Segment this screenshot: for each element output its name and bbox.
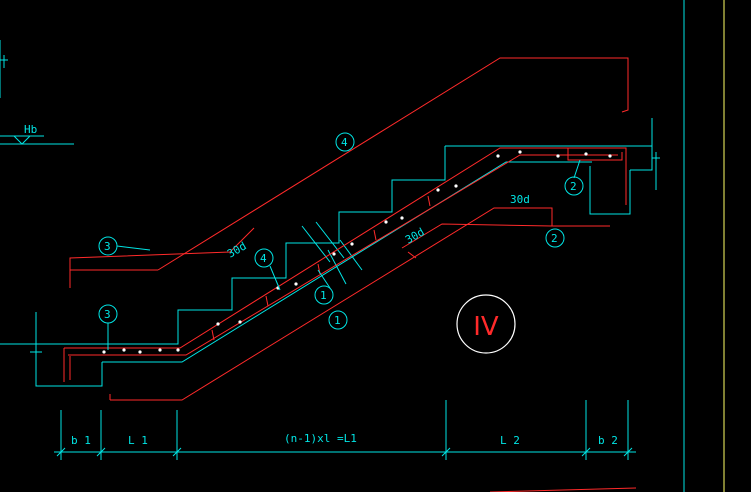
level-mark-label: Hb [24, 123, 37, 136]
dim-middle: (n-1)xl =L1 [284, 432, 357, 445]
dim-l1: L 1 [128, 434, 148, 447]
dimension-chain: b 1 L 1 (n-1)xl =L1 L 2 b 2 [54, 400, 636, 460]
bubble-label: 4 [260, 252, 267, 265]
bubble-label: 1 [320, 289, 327, 302]
bubble-callout-4-top: 4 [335, 132, 355, 152]
left-edge-fragments [0, 40, 8, 98]
bubble-callout-3-upper: 3 [98, 236, 151, 256]
bubble-label: 1 [334, 314, 341, 327]
bubble-label: 3 [104, 308, 111, 321]
level-mark: Hb [0, 123, 74, 145]
section-marker: IV [456, 294, 516, 354]
bubble-callout-1-lower: 1 [328, 310, 348, 330]
section-marker-label: IV [473, 312, 499, 342]
bubble-label: 2 [570, 180, 577, 193]
rebar-top-surface [64, 147, 627, 349]
bubble-label: 2 [551, 232, 558, 245]
rebar-bottom-surface [68, 154, 618, 356]
stair-rebar [63, 57, 629, 401]
rebar-4 [157, 57, 629, 271]
rebar-3-upper [69, 227, 255, 288]
bubble-callout-4-middle: 4 [254, 248, 281, 291]
dim-b2: b 2 [598, 434, 618, 447]
dim-b1: b 1 [71, 434, 91, 447]
dim-l2: L 2 [500, 434, 520, 447]
bottom-red-fragment [489, 487, 637, 492]
bubble-callout-1-middle: 1 [314, 269, 334, 305]
distribution-bar-dots [102, 150, 612, 354]
stair-concrete-outline [0, 118, 660, 387]
bubble-callout-2-lower: 2 [545, 228, 565, 248]
rebar-1 [110, 207, 610, 401]
bubble-label: 3 [104, 240, 111, 253]
lap-label-middle: 30d [403, 225, 427, 246]
bubble-callout-3-lower: 3 [98, 304, 118, 350]
rebar-2 [401, 223, 553, 249]
lap-label-right: 30d [510, 193, 530, 206]
bubble-label: 4 [341, 136, 348, 149]
bubble-callout-2-upper: 2 [564, 159, 584, 196]
lap-label-left: 30d [225, 239, 249, 260]
